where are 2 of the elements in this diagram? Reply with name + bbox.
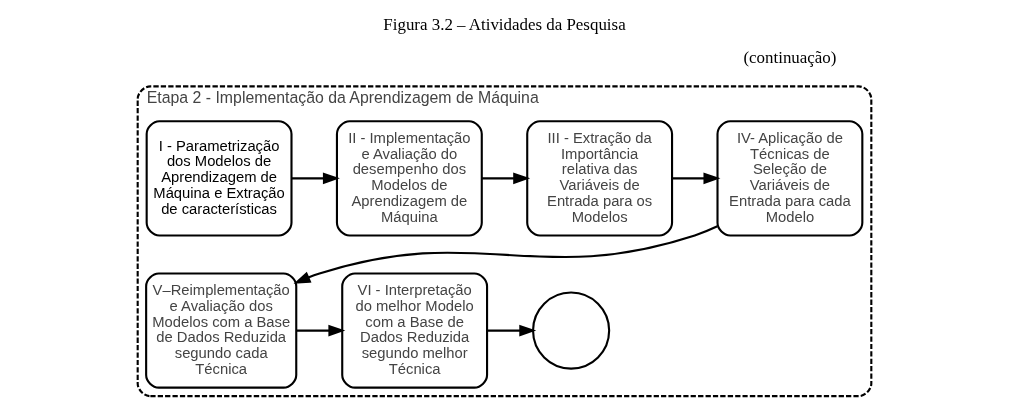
diagram-title: Figura 3.2 – Atividades da Pesquisa xyxy=(383,15,626,35)
label: (continuação) xyxy=(743,47,837,67)
